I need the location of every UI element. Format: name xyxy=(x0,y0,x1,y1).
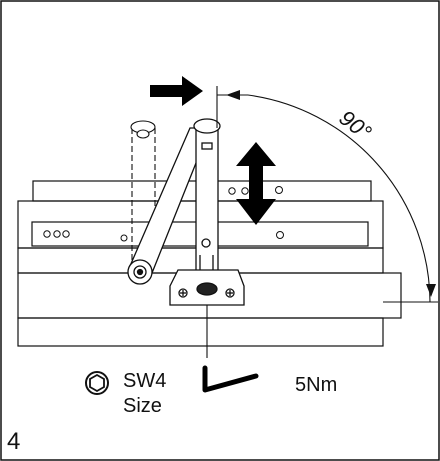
angle-reference xyxy=(206,86,438,358)
tool-size-label: SW4 xyxy=(123,370,167,392)
step-number: 4 xyxy=(7,428,21,455)
hex-socket-icon xyxy=(85,371,109,395)
torque-label: 5Nm xyxy=(295,374,338,396)
arc-arrowhead-bottom xyxy=(426,284,436,297)
up-down-arrow-icon xyxy=(236,142,276,225)
folded-arm-ghost xyxy=(130,120,156,262)
size-label: Size xyxy=(123,395,162,417)
shoe-bracket xyxy=(169,269,245,306)
allen-key-icon xyxy=(202,365,259,393)
plate-screws xyxy=(43,186,284,242)
vertical-arm xyxy=(193,118,221,289)
push-arrow-icon xyxy=(150,76,203,106)
arc-arrowhead-top xyxy=(226,90,240,100)
